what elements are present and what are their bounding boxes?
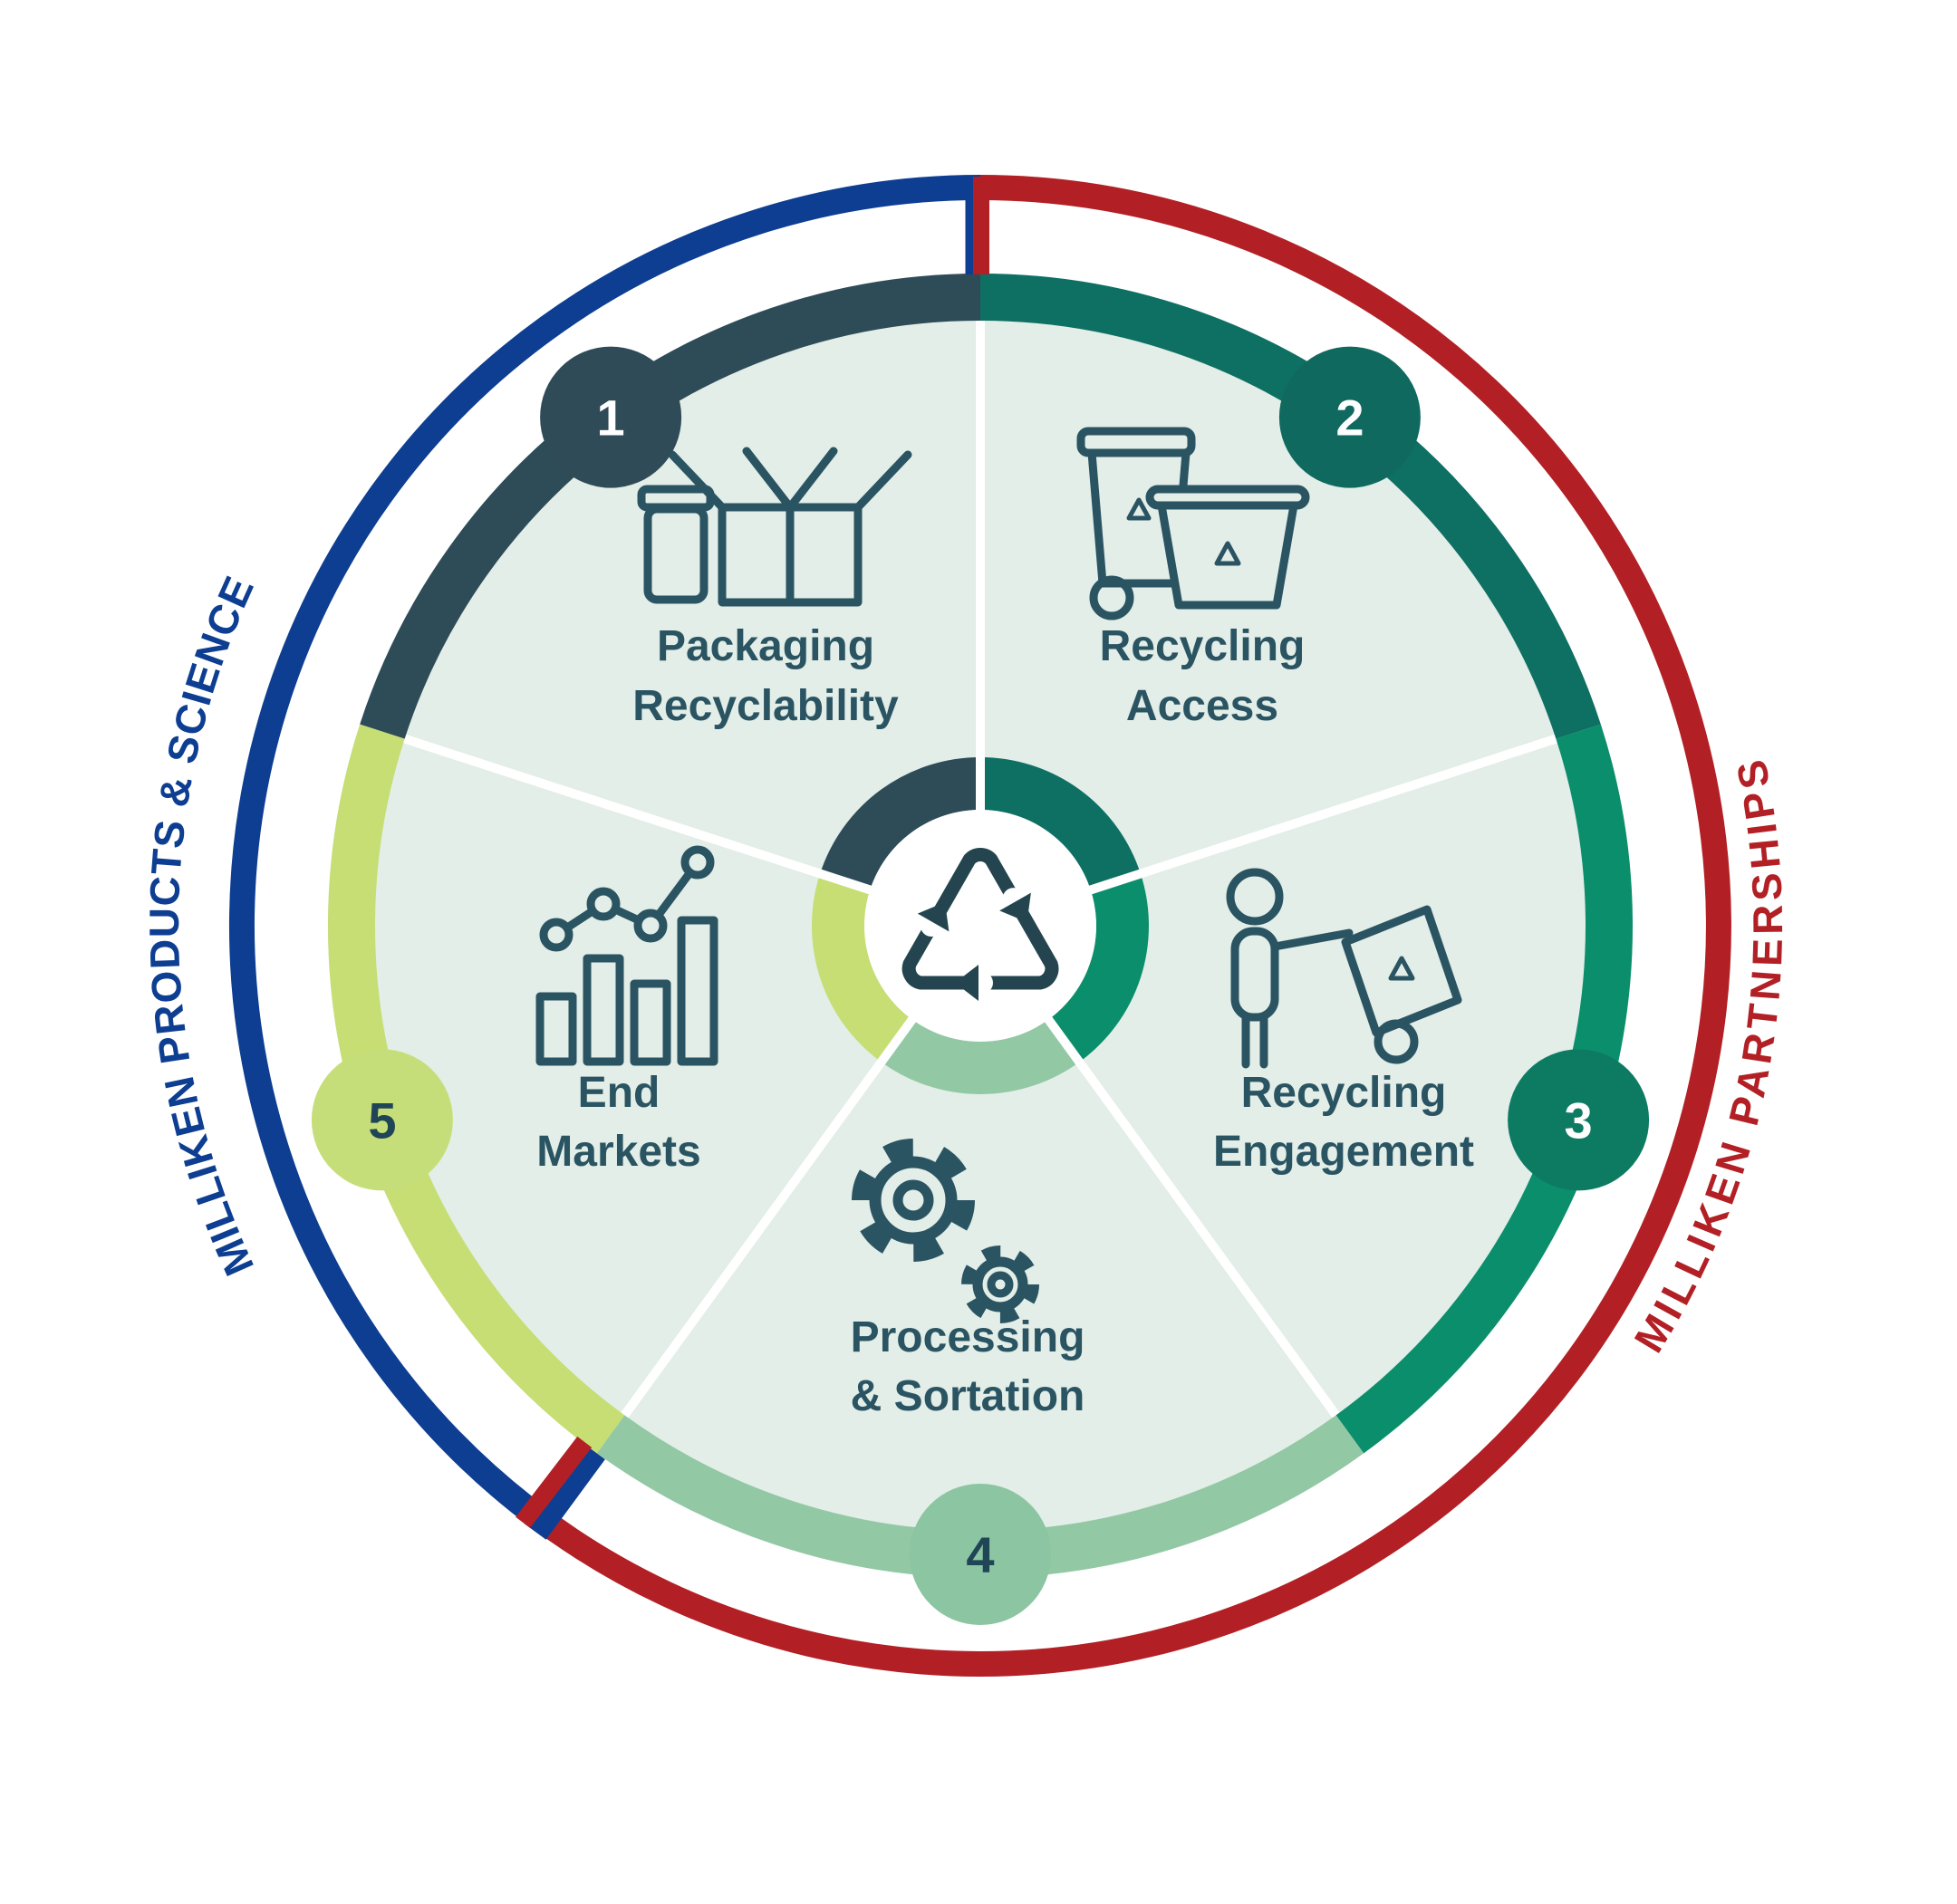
badge-circle-4 bbox=[910, 1484, 1051, 1625]
products-science-arc bbox=[228, 175, 981, 1529]
center-ring bbox=[812, 757, 1149, 1094]
partnerships-arc bbox=[523, 175, 1731, 1677]
center-ring-segment-1 bbox=[820, 757, 981, 891]
segment-4-label-line2: & Sortation bbox=[851, 1372, 1085, 1420]
segment-4-label-line1: Processing bbox=[851, 1313, 1085, 1361]
step-badges: 1 2 3 4 5 bbox=[311, 346, 1650, 1625]
badge-circle-5 bbox=[311, 1049, 453, 1191]
segment-2-label-line1: Recycling bbox=[1100, 622, 1306, 670]
badge-number-3: 3 bbox=[1565, 1091, 1593, 1149]
center-ring-segment-4 bbox=[881, 1019, 1080, 1094]
recycle-arrowhead bbox=[955, 965, 978, 1001]
recycle-arrows-icon bbox=[901, 848, 1059, 1001]
bar-chart-icon bbox=[535, 845, 718, 1066]
wedge-labels: Packaging Recyclability Recycling Access… bbox=[536, 622, 1474, 1420]
box-and-jar-icon bbox=[637, 447, 912, 607]
recycle-arrowhead bbox=[917, 902, 950, 932]
badge-number-1: 1 bbox=[597, 389, 625, 447]
step-badge-3: 3 bbox=[1508, 1049, 1650, 1191]
badge-circle-1 bbox=[540, 346, 682, 488]
person-recycling-icon bbox=[1226, 868, 1462, 1069]
bottom-junction-tick-red bbox=[516, 1436, 593, 1528]
badge-number-5: 5 bbox=[368, 1091, 396, 1149]
segment-5-label-line2: Markets bbox=[536, 1128, 700, 1176]
step-badge-1: 1 bbox=[540, 346, 682, 488]
segment-3-label-line2: Engagement bbox=[1213, 1128, 1474, 1176]
badge-number-2: 2 bbox=[1335, 389, 1364, 447]
gears-icon bbox=[852, 1139, 1039, 1323]
segment-5-label-line1: End bbox=[578, 1069, 660, 1117]
segment-1-label-line1: Packaging bbox=[657, 622, 874, 670]
center-ring-segment-2 bbox=[979, 757, 1141, 891]
step-badge-5: 5 bbox=[311, 1049, 453, 1191]
step-badge-2: 2 bbox=[1278, 346, 1421, 488]
badge-circle-3 bbox=[1508, 1049, 1650, 1191]
bottom-junction-tick-blue bbox=[524, 1443, 605, 1540]
step-badge-4: 4 bbox=[910, 1484, 1051, 1625]
segment-1-label-line2: Recyclability bbox=[632, 682, 899, 730]
badge-circle-2 bbox=[1278, 346, 1421, 488]
center-hub bbox=[864, 810, 1096, 1042]
segment-2-label-line2: Access bbox=[1126, 682, 1278, 730]
recycling-bins-icon bbox=[1076, 427, 1310, 620]
center-ring-segment-5 bbox=[812, 873, 913, 1063]
recycle-arrowhead bbox=[999, 892, 1031, 922]
center-ring-segment-3 bbox=[1047, 873, 1149, 1063]
segment-3-label-line1: Recycling bbox=[1241, 1069, 1447, 1117]
badge-number-4: 4 bbox=[966, 1526, 994, 1583]
